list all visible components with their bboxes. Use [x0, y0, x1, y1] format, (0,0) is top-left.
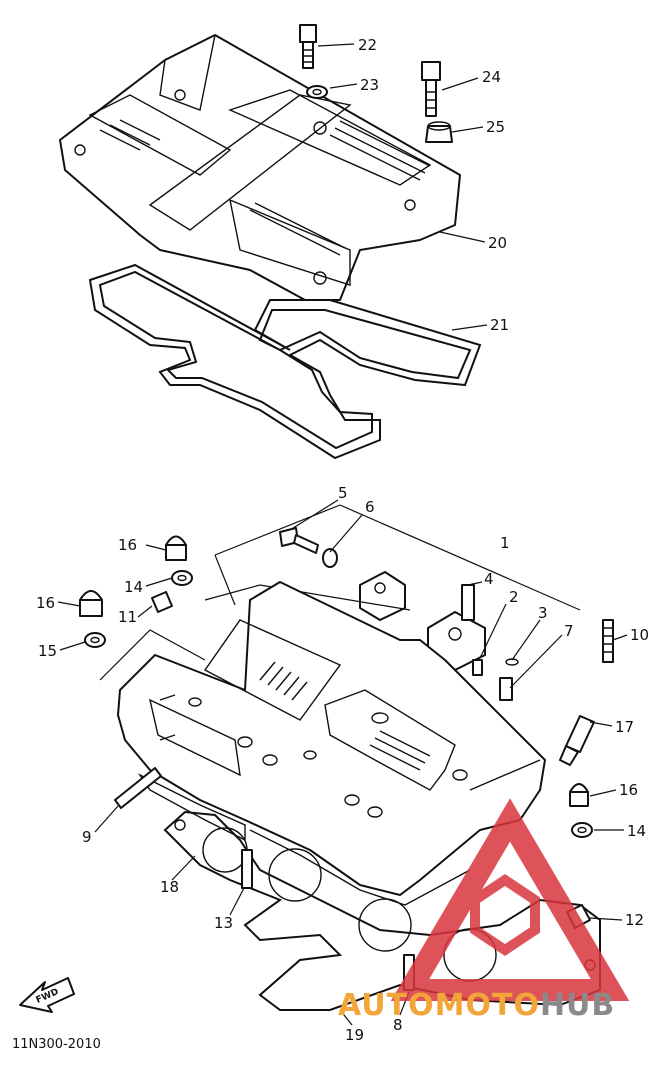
callout-15: 15	[38, 642, 57, 660]
callout-24: 24	[482, 68, 501, 86]
callout-leaders	[57, 43, 628, 1026]
callout-11: 11	[118, 608, 137, 626]
watermark-part2: HUB	[540, 988, 615, 1023]
callout-22: 22	[358, 36, 377, 54]
callout-10: 10	[630, 626, 649, 644]
callout-1: 1	[500, 534, 510, 552]
callout-23: 23	[360, 76, 379, 94]
callout-6: 6	[365, 498, 375, 516]
watermark-logo	[390, 798, 630, 1001]
bolt-22	[299, 24, 317, 69]
acorn-nut-16-left	[79, 590, 103, 617]
nut-11	[151, 591, 173, 613]
washer-23	[306, 85, 328, 99]
acorn-nut-16-right	[569, 783, 589, 807]
callout-3: 3	[538, 604, 548, 622]
callout-12: 12	[625, 911, 644, 929]
callout-16-right: 16	[619, 781, 638, 799]
stud-9	[114, 767, 162, 809]
callout-16-left: 16	[36, 594, 55, 612]
callout-13: 13	[214, 914, 233, 932]
callout-5: 5	[338, 484, 348, 502]
callout-16-top: 16	[118, 536, 137, 554]
callout-25: 25	[486, 118, 505, 136]
callout-9: 9	[82, 828, 92, 846]
callout-14-right: 14	[627, 822, 646, 840]
stud-10	[602, 619, 614, 663]
callout-14-left: 14	[124, 578, 143, 596]
washer-14-right	[571, 822, 593, 838]
callout-8: 8	[393, 1016, 403, 1034]
washer-14-left	[171, 570, 193, 586]
callout-19: 19	[345, 1026, 364, 1044]
watermark-part1: AUTOMOTO	[338, 988, 540, 1023]
callout-20: 20	[488, 234, 507, 252]
forward-arrow-icon: FWD	[19, 977, 75, 1013]
callout-2: 2	[509, 588, 519, 606]
bolt-24	[421, 61, 441, 117]
watermark-text: AUTOMOTOHUB	[338, 988, 615, 1023]
head-cover	[59, 34, 461, 301]
spark-plug-17	[559, 715, 595, 766]
callout-21: 21	[490, 316, 509, 334]
callout-18: 18	[160, 878, 179, 896]
callout-7: 7	[564, 622, 574, 640]
callout-4: 4	[484, 570, 494, 588]
callout-labels: 22 23 24 25 20 21 5 6 1 4 2 3 7 10 17 16…	[36, 36, 649, 1044]
acorn-nut-16-top	[165, 535, 187, 561]
diagram-code: 11N300-2010	[12, 1037, 101, 1052]
stud-13	[241, 849, 253, 889]
washer-15	[84, 632, 106, 648]
grommet-25	[425, 121, 453, 143]
cover-gasket	[88, 263, 482, 460]
callout-17: 17	[615, 718, 634, 736]
